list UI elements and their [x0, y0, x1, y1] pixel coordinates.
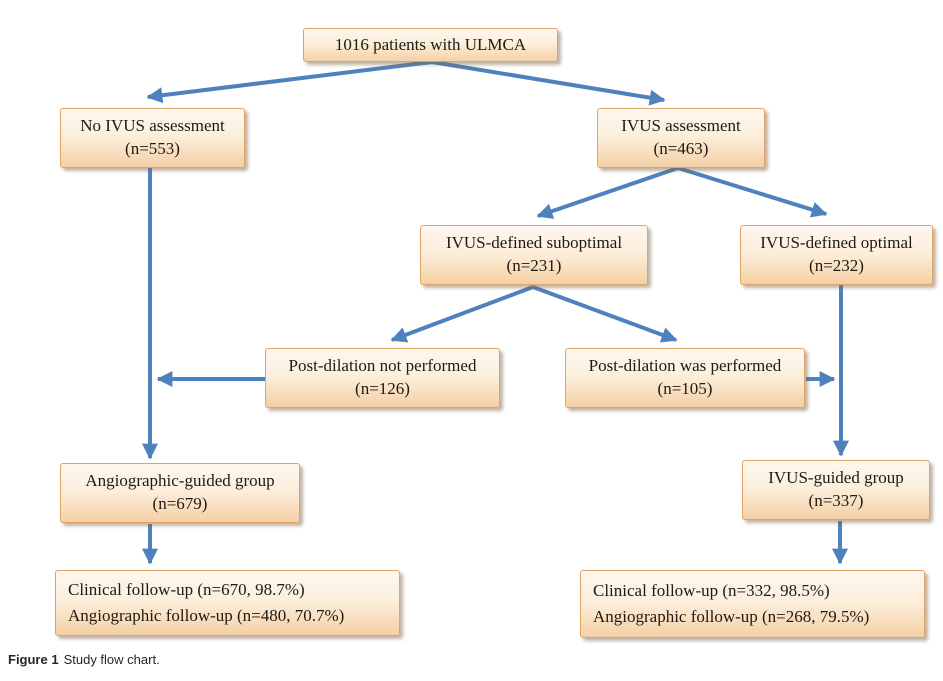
node-ivus-guided-group: IVUS-guided group (n=337) — [742, 460, 930, 520]
arrow-ivus-to-suboptimal — [536, 166, 679, 219]
arrow-patients-to-ivus — [431, 60, 666, 106]
node-count: (n=679) — [152, 494, 208, 513]
node-ivus-followup: Clinical follow-up (n=332, 98.5%) Angiog… — [580, 570, 925, 638]
node-angiographic-guided-group: Angiographic-guided group (n=679) — [60, 463, 300, 523]
node-patients-total: 1016 patients with ULMCA — [303, 28, 558, 62]
node-text: 1016 patients with ULMCA — [334, 34, 527, 54]
node-text: Angiographic follow-up (n=268, 79.5%) — [593, 607, 870, 626]
arrow-patients-to-no-ivus — [146, 60, 433, 104]
node-text: Post-dilation was performed — [588, 356, 782, 376]
node-text: Angiographic follow-up (n=480, 70.7%) — [68, 606, 345, 625]
node-count: (n=232) — [809, 256, 864, 275]
node-text: Angiographic-guided group — [85, 471, 275, 491]
arrow-suboptimal-to-postdilation-was — [532, 285, 678, 343]
node-count: (n=231) — [506, 256, 562, 275]
node-no-ivus-assessment: No IVUS assessment (n=553) — [60, 108, 245, 168]
figure-label: Figure 1 — [8, 652, 59, 667]
arrow-suboptimal-to-postdilation-not — [390, 285, 534, 343]
node-count: (n=337) — [808, 491, 864, 510]
node-count: (n=463) — [653, 139, 709, 158]
node-text: IVUS assessment — [621, 116, 741, 136]
node-text: IVUS-defined suboptimal — [445, 233, 623, 253]
node-text: Post-dilation not performed — [288, 356, 477, 376]
node-postdilation-performed: Post-dilation was performed (n=105) — [565, 348, 805, 408]
node-ivus-assessment: IVUS assessment (n=463) — [597, 108, 765, 168]
node-ivus-suboptimal: IVUS-defined suboptimal (n=231) — [420, 225, 648, 285]
caption-text: Study flow chart. — [63, 652, 160, 667]
node-text: Clinical follow-up (n=332, 98.5%) — [593, 580, 830, 600]
node-ivus-optimal: IVUS-defined optimal (n=232) — [740, 225, 933, 285]
node-text: Clinical follow-up (n=670, 98.7%) — [68, 579, 305, 599]
arrow-ivus-to-optimal — [677, 166, 828, 218]
node-count: (n=553) — [125, 139, 180, 158]
figure-caption: Figure 1 Study flow chart. — [8, 652, 160, 667]
node-text: IVUS-defined optimal — [760, 233, 913, 253]
node-postdilation-not-performed: Post-dilation not performed (n=126) — [265, 348, 500, 408]
node-angiographic-followup: Clinical follow-up (n=670, 98.7%) Angiog… — [55, 570, 400, 636]
node-count: (n=126) — [355, 379, 410, 398]
node-text: No IVUS assessment — [80, 116, 225, 136]
node-text: IVUS-guided group — [768, 468, 904, 488]
node-count: (n=105) — [657, 379, 713, 398]
